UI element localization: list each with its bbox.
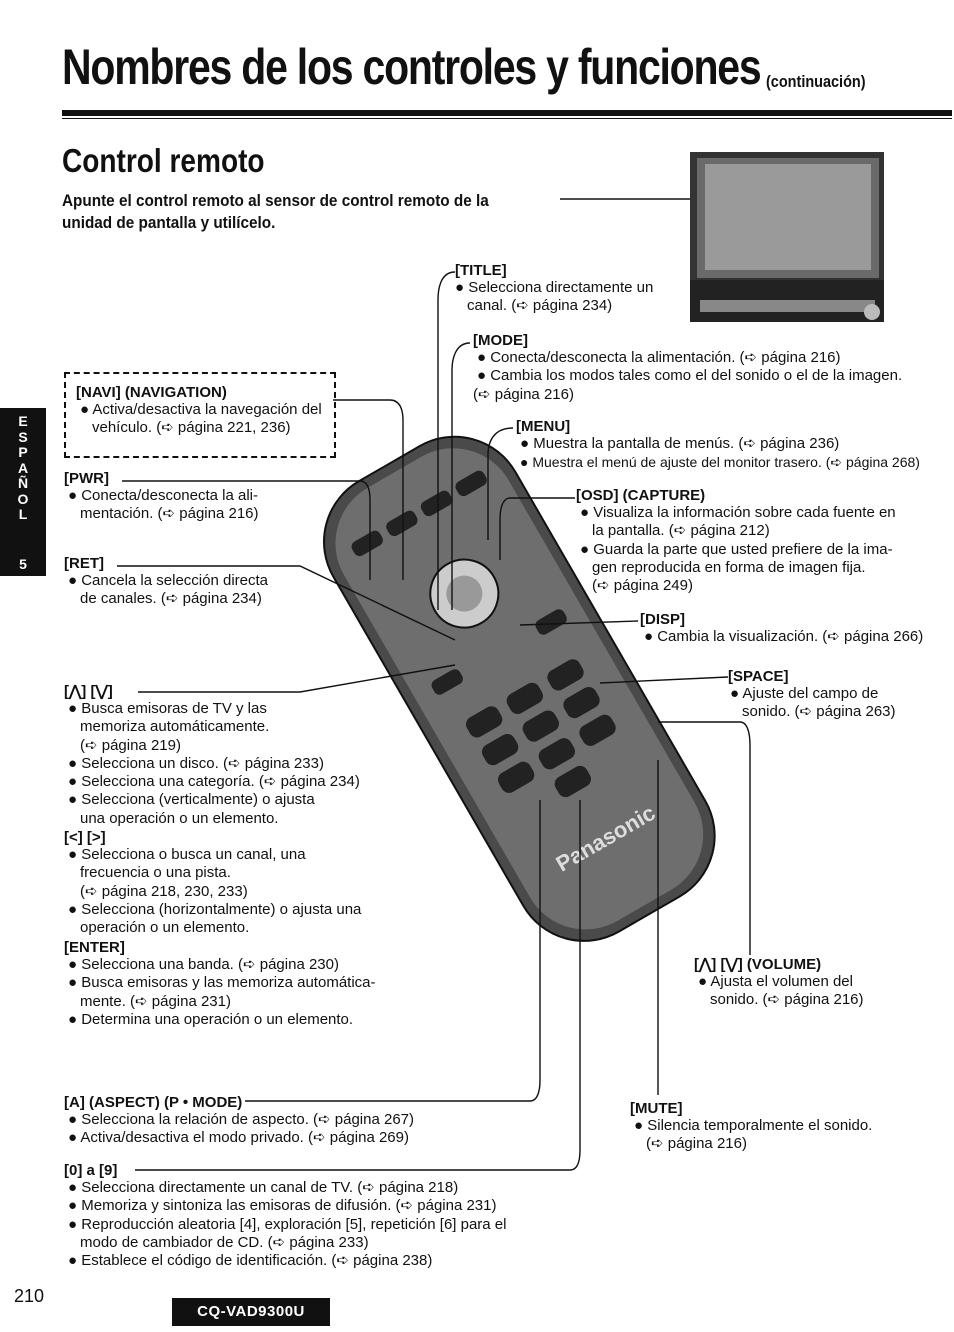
updown-callout: [⋀] [⋁] ● Busca emisoras de TV y las mem… — [64, 683, 360, 827]
navi-callout: [NAVI] (NAVIGATION) ● Activa/desactiva l… — [76, 384, 322, 437]
chapter-number: 5 — [19, 556, 27, 572]
callout-label: [NAVI] (NAVIGATION) — [76, 384, 227, 401]
callout-label: [ENTER] — [64, 939, 125, 956]
title-rule — [62, 110, 952, 116]
title-callout: [TITLE] ● Selecciona directamente un can… — [455, 262, 654, 315]
navi-dashed-box — [64, 372, 336, 458]
callout-label: [<] [>] — [64, 829, 106, 846]
section-instruction: Apunte el control remoto al sensor de co… — [62, 190, 566, 234]
callout-label: [MENU] — [516, 418, 571, 435]
menu-callout: [MENU] ● Muestra la pantalla de menús. (… — [516, 418, 920, 471]
callout-label: [TITLE] — [455, 262, 507, 279]
remote-control-image: Panasonic — [323, 435, 716, 942]
model-badge: CQ-VAD9300U — [172, 1298, 330, 1326]
instruction-line: unidad de pantalla y utilícelo. — [62, 213, 276, 232]
display-unit-image — [690, 152, 884, 322]
callout-label: [⋀] [⋁] — [64, 683, 113, 700]
callout-label: [SPACE] — [728, 668, 789, 685]
callout-label: [PWR] — [64, 470, 109, 487]
callout-label: [⋀] [⋁] (VOLUME) — [694, 956, 822, 973]
title-rule-thin — [62, 118, 952, 119]
osd-callout: [OSD] (CAPTURE) ● Visualiza la informaci… — [576, 487, 896, 595]
enter-callout: [ENTER] ● Selecciona una banda. (➪ págin… — [64, 939, 376, 1028]
instruction-line: Apunte el control remoto al sensor de co… — [62, 191, 489, 210]
section-title: Control remoto — [62, 142, 265, 179]
ret-callout: [RET] ● Cancela la selección directa de … — [64, 555, 268, 608]
callout-label: [MODE] — [473, 332, 528, 349]
callout-label: [0] a [9] — [64, 1162, 118, 1179]
space-callout: [SPACE] ● Ajuste del campo de sonido. (➪… — [728, 668, 896, 721]
callout-label: [RET] — [64, 555, 104, 572]
continuation-label: (continuación) — [766, 72, 866, 91]
callout-label: [OSD] (CAPTURE) — [576, 487, 706, 504]
page-number: 210 — [14, 1286, 45, 1306]
mode-callout: [MODE] ● Conecta/desconecta la alimentac… — [473, 332, 903, 403]
disp-callout: [DISP] ● Cambia la visualización. (➪ pág… — [640, 611, 924, 645]
callout-label: [DISP] — [640, 611, 685, 628]
digits-callout: [0] a [9] ● Selecciona directamente un c… — [64, 1162, 507, 1270]
callout-label: [A] (ASPECT) (P • MODE) — [64, 1094, 243, 1111]
aspect-callout: [A] (ASPECT) (P • MODE) ● Selecciona la … — [64, 1094, 415, 1147]
pwr-callout: [PWR] ● Conecta/desconecta la ali- menta… — [64, 470, 259, 523]
callout-label: [MUTE] — [630, 1100, 683, 1117]
leftright-callout: [<] [>] ● Selecciona o busca un canal, u… — [64, 829, 362, 937]
volume-callout: [⋀] [⋁] (VOLUME) ● Ajusta el volumen del… — [694, 956, 864, 1009]
page-title: Nombres de los controles y funciones — [62, 39, 762, 95]
mute-callout: [MUTE] ● Silencia temporalmente el sonid… — [630, 1100, 873, 1153]
